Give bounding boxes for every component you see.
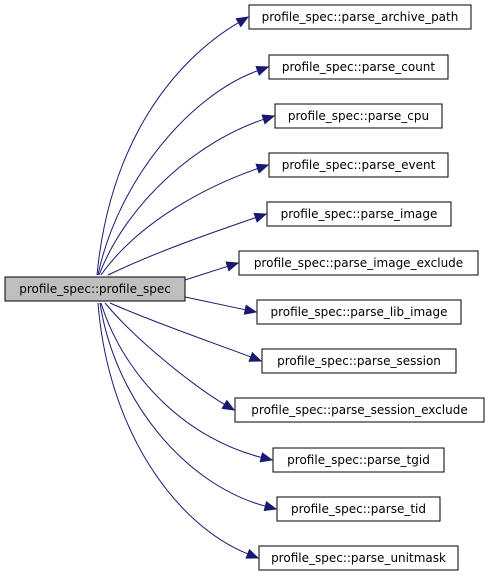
child-node-label: profile_spec::parse_lib_image (270, 305, 447, 319)
child-node-label: profile_spec::parse_image_exclude (254, 256, 463, 270)
edge-arrow (97, 302, 260, 559)
child-node-label: profile_spec::parse_session (277, 354, 441, 368)
child-node[interactable]: profile_spec::parse_event (268, 152, 449, 178)
root-node[interactable]: profile_spec::profile_spec (4, 276, 186, 302)
child-node-label: profile_spec::parse_session_exclude (251, 403, 467, 417)
edge-arrow (96, 16, 250, 276)
child-node[interactable]: profile_spec::parse_session (261, 348, 457, 374)
edge-arrow (184, 261, 240, 281)
child-node[interactable]: profile_spec::parse_cpu (274, 103, 443, 129)
child-node-label: profile_spec::parse_event (282, 158, 436, 172)
child-node[interactable]: profile_spec::parse_session_exclude (234, 397, 485, 423)
child-node[interactable]: profile_spec::parse_archive_path (248, 4, 472, 30)
edge-arrow (100, 302, 274, 463)
child-node-label: profile_spec::parse_unitmask (271, 551, 446, 565)
edge-arrow (99, 302, 278, 512)
nodes: profile_spec::profile_spec profile_spec:… (4, 4, 485, 571)
child-node[interactable]: profile_spec::parse_image (266, 201, 452, 227)
edge-arrow (100, 163, 270, 276)
edge-arrow (97, 65, 270, 276)
child-node[interactable]: profile_spec::parse_tgid (272, 447, 445, 473)
root-node-label: profile_spec::profile_spec (19, 282, 171, 296)
child-node-label: profile_spec::parse_tgid (287, 453, 430, 467)
child-node-label: profile_spec::parse_count (282, 60, 436, 74)
child-node[interactable]: profile_spec::parse_lib_image (256, 299, 462, 325)
edge-arrow (107, 212, 268, 276)
child-node[interactable]: profile_spec::parse_tid (276, 496, 441, 522)
child-node-label: profile_spec::parse_archive_path (262, 10, 459, 24)
child-node-label: profile_spec::parse_cpu (288, 109, 429, 123)
edge-arrow (98, 114, 276, 276)
child-node[interactable]: profile_spec::parse_unitmask (258, 545, 459, 571)
child-node[interactable]: profile_spec::parse_count (268, 54, 449, 80)
edge-arrow (184, 296, 258, 315)
edge-arrow (109, 302, 263, 362)
child-node-label: profile_spec::parse_tid (291, 502, 426, 516)
edges (96, 16, 278, 559)
child-node-label: profile_spec::parse_image (281, 207, 438, 221)
edge-arrow (104, 302, 236, 411)
child-node[interactable]: profile_spec::parse_image_exclude (238, 250, 479, 276)
